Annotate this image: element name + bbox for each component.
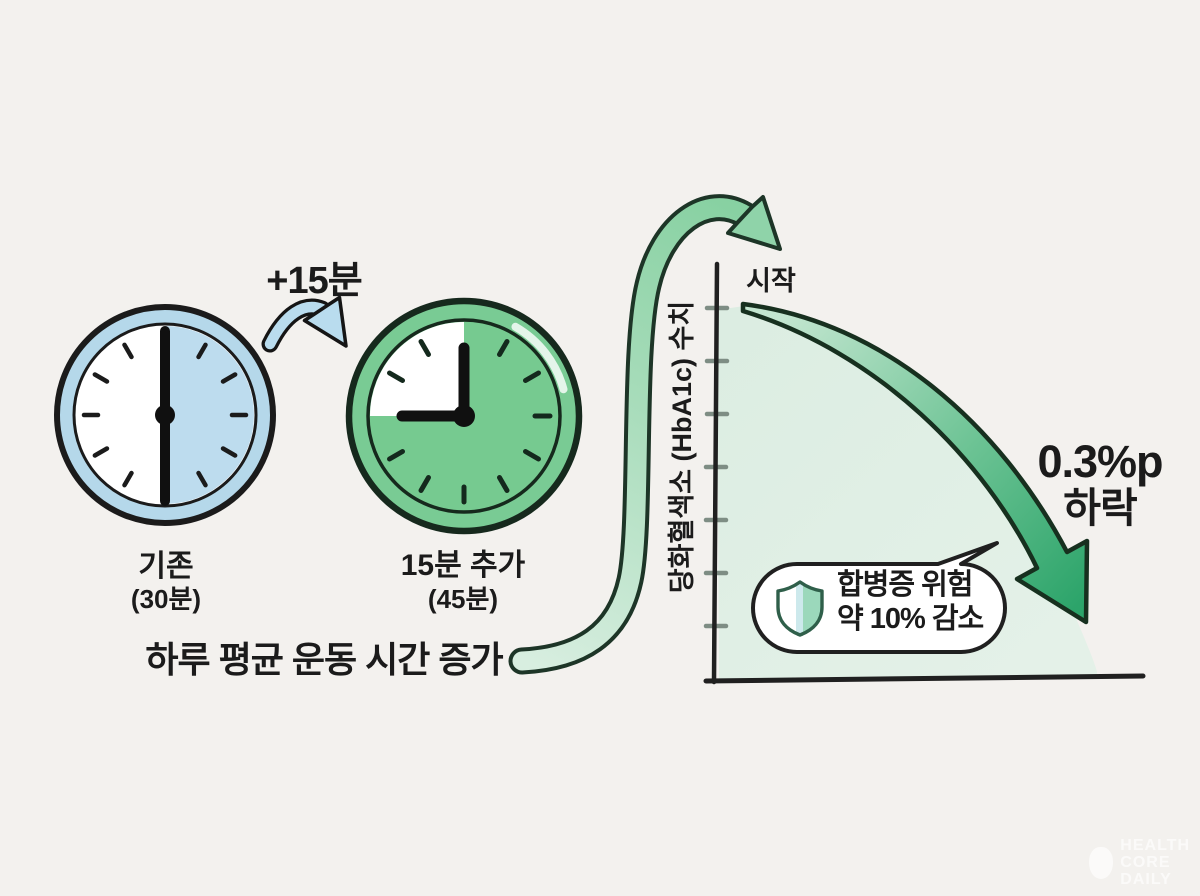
exercise-caption: 하루 평균 운동 시간 증가 — [145, 639, 503, 680]
x-axis — [703, 673, 1146, 684]
y-axis — [711, 261, 720, 685]
bubble-line-1: 합병증 위험 — [837, 569, 973, 601]
start-label: 시작 — [746, 266, 796, 296]
after-clock-duration: (45분) — [427, 584, 499, 614]
y-axis-ticks — [703, 305, 730, 629]
y-axis-label: 당화혈색소 (HbA1c) 수치 — [666, 300, 697, 594]
before-clock-label: 기존 — [138, 550, 194, 583]
watermark-line-1: HEALTH — [1120, 837, 1190, 854]
before-clock-icon — [54, 304, 276, 526]
shield-icon — [776, 580, 824, 637]
flow-arrow-icon — [508, 194, 782, 675]
after-clock-icon — [345, 297, 583, 535]
after-clock-label: 15분 추가 — [400, 549, 526, 582]
before-clock-duration: (30분) — [130, 584, 202, 614]
decline-arrow-icon — [740, 301, 1090, 625]
plus-label: +15분 — [266, 260, 362, 302]
watermark-logo-icon — [1089, 846, 1114, 879]
watermark-line-2: CORE — [1120, 854, 1171, 871]
plus-arrow-icon — [261, 295, 348, 353]
watermark: HEALTH CORE DAILY — [1089, 837, 1190, 888]
watermark-line-3: DAILY — [1120, 871, 1172, 888]
bubble-line-2: 약 10% 감소 — [837, 603, 984, 635]
drop-value-label: 0.3%p — [1037, 436, 1163, 487]
drop-word-label: 하락 — [1063, 485, 1137, 531]
